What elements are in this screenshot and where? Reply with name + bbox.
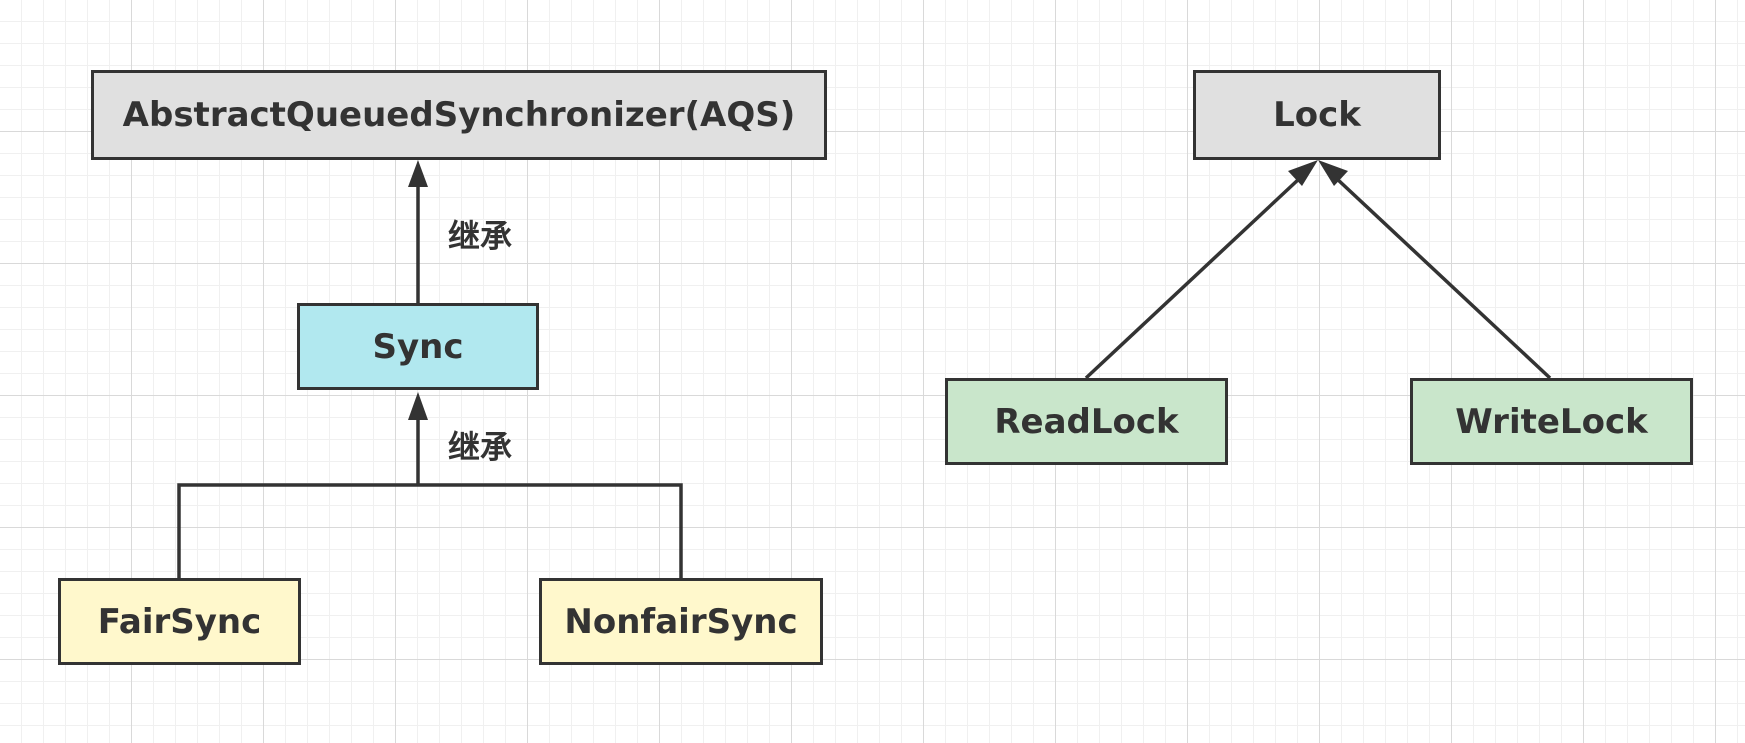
nonfairsync-class-box: NonfairSync xyxy=(539,578,823,665)
nonfairsync-class-label: NonfairSync xyxy=(564,601,798,642)
inheritance-line-writelock-lock xyxy=(1334,176,1552,380)
writelock-class-box: WriteLock xyxy=(1410,378,1693,465)
aqs-class-box: AbstractQueuedSynchronizer(AQS) xyxy=(91,70,827,160)
aqs-class-label: AbstractQueuedSynchronizer(AQS) xyxy=(122,95,796,135)
inheritance-label-upper: 继承 xyxy=(448,217,513,255)
fairsync-class-box: FairSync xyxy=(58,578,301,665)
arrowhead-lock-right xyxy=(1318,160,1348,186)
lock-class-box: Lock xyxy=(1193,70,1441,160)
arrowhead-sync xyxy=(408,392,428,420)
lock-class-label: Lock xyxy=(1273,95,1361,135)
inheritance-label-lower: 继承 xyxy=(448,428,513,466)
sync-class-box: Sync xyxy=(297,303,539,390)
arrowhead-aqs xyxy=(408,160,428,187)
arrowhead-lock-left xyxy=(1288,160,1318,186)
readlock-class-label: ReadLock xyxy=(994,401,1179,442)
writelock-class-label: WriteLock xyxy=(1455,401,1648,442)
sync-class-label: Sync xyxy=(372,326,464,367)
fairsync-class-label: FairSync xyxy=(97,601,262,642)
readlock-class-box: ReadLock xyxy=(945,378,1228,465)
inheritance-connector-children-sync xyxy=(177,483,683,578)
inheritance-line-readlock-lock xyxy=(1084,176,1302,380)
